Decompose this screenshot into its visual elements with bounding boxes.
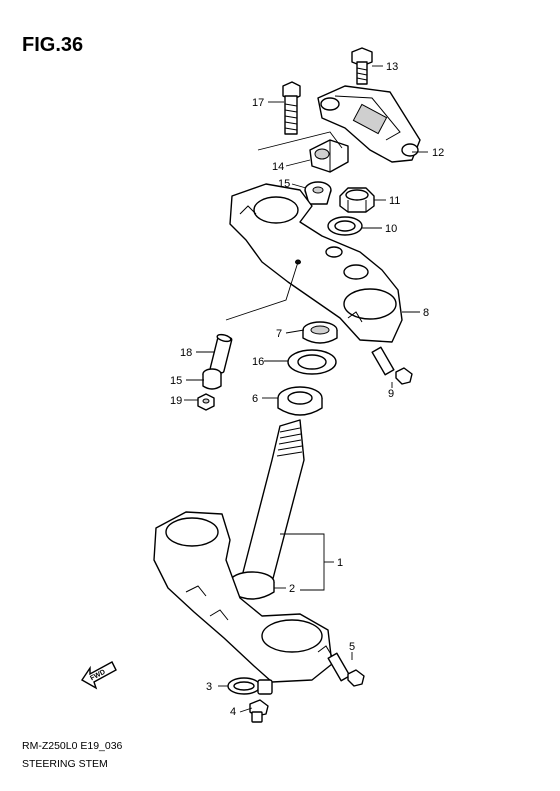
callout-17: 17 xyxy=(252,97,264,109)
lower-bracket xyxy=(153,511,333,683)
part-8-upper-bracket xyxy=(229,183,403,343)
callout-14: 14 xyxy=(272,161,284,173)
leader-lines xyxy=(184,65,428,713)
callout-12: 12 xyxy=(432,147,444,159)
forward-arrow-icon: FWD xyxy=(81,661,117,690)
callout-8: 8 xyxy=(423,307,429,319)
part-2-lower-bearing xyxy=(229,571,275,600)
part-13-bolt xyxy=(351,47,373,85)
part-15-damper-lower xyxy=(202,368,222,390)
figure-name: STEERING STEM xyxy=(22,758,108,770)
part-9-bolt xyxy=(371,346,413,385)
part-11-stem-nut xyxy=(339,187,375,213)
figure-code: RM-Z250L0 E19_036 xyxy=(22,740,123,752)
callout-15-upper: 15 xyxy=(278,178,290,190)
callout-18: 18 xyxy=(180,347,192,359)
callout-3: 3 xyxy=(206,681,212,693)
callout-19: 19 xyxy=(170,395,182,407)
callout-4: 4 xyxy=(230,706,236,718)
callout-13: 13 xyxy=(386,61,398,73)
callout-1: 1 xyxy=(337,557,343,569)
callout-labels: 13 17 12 14 15 11 10 8 7 18 16 15 9 6 19… xyxy=(170,61,444,718)
part-4-bolt xyxy=(249,699,269,723)
part-6-bearing xyxy=(277,386,323,416)
callout-5: 5 xyxy=(349,641,355,653)
callout-16: 16 xyxy=(252,356,264,368)
callout-9: 9 xyxy=(388,388,394,400)
part-19-nut xyxy=(197,393,215,411)
callout-10: 10 xyxy=(385,223,397,235)
callout-7: 7 xyxy=(276,328,282,340)
part-1-steering-stem xyxy=(239,419,305,591)
part-7-lock-nut xyxy=(302,321,338,344)
callout-15-lower: 15 xyxy=(170,375,182,387)
part-17-bolt xyxy=(282,81,301,135)
callout-11: 11 xyxy=(389,195,400,207)
part-10-washer xyxy=(327,216,363,236)
callout-6: 6 xyxy=(252,393,258,405)
part-15-damper-upper xyxy=(304,181,332,205)
callout-2: 2 xyxy=(289,583,295,595)
part-16-dust-seal xyxy=(287,349,337,375)
figure-title: FIG.36 xyxy=(22,34,84,56)
part-14-lower-holder xyxy=(309,139,349,173)
part-18-pin xyxy=(209,333,233,374)
part-12-handlebar-holder xyxy=(317,85,421,163)
part-5-bolt xyxy=(327,652,365,687)
part-3-clamp xyxy=(227,677,273,695)
